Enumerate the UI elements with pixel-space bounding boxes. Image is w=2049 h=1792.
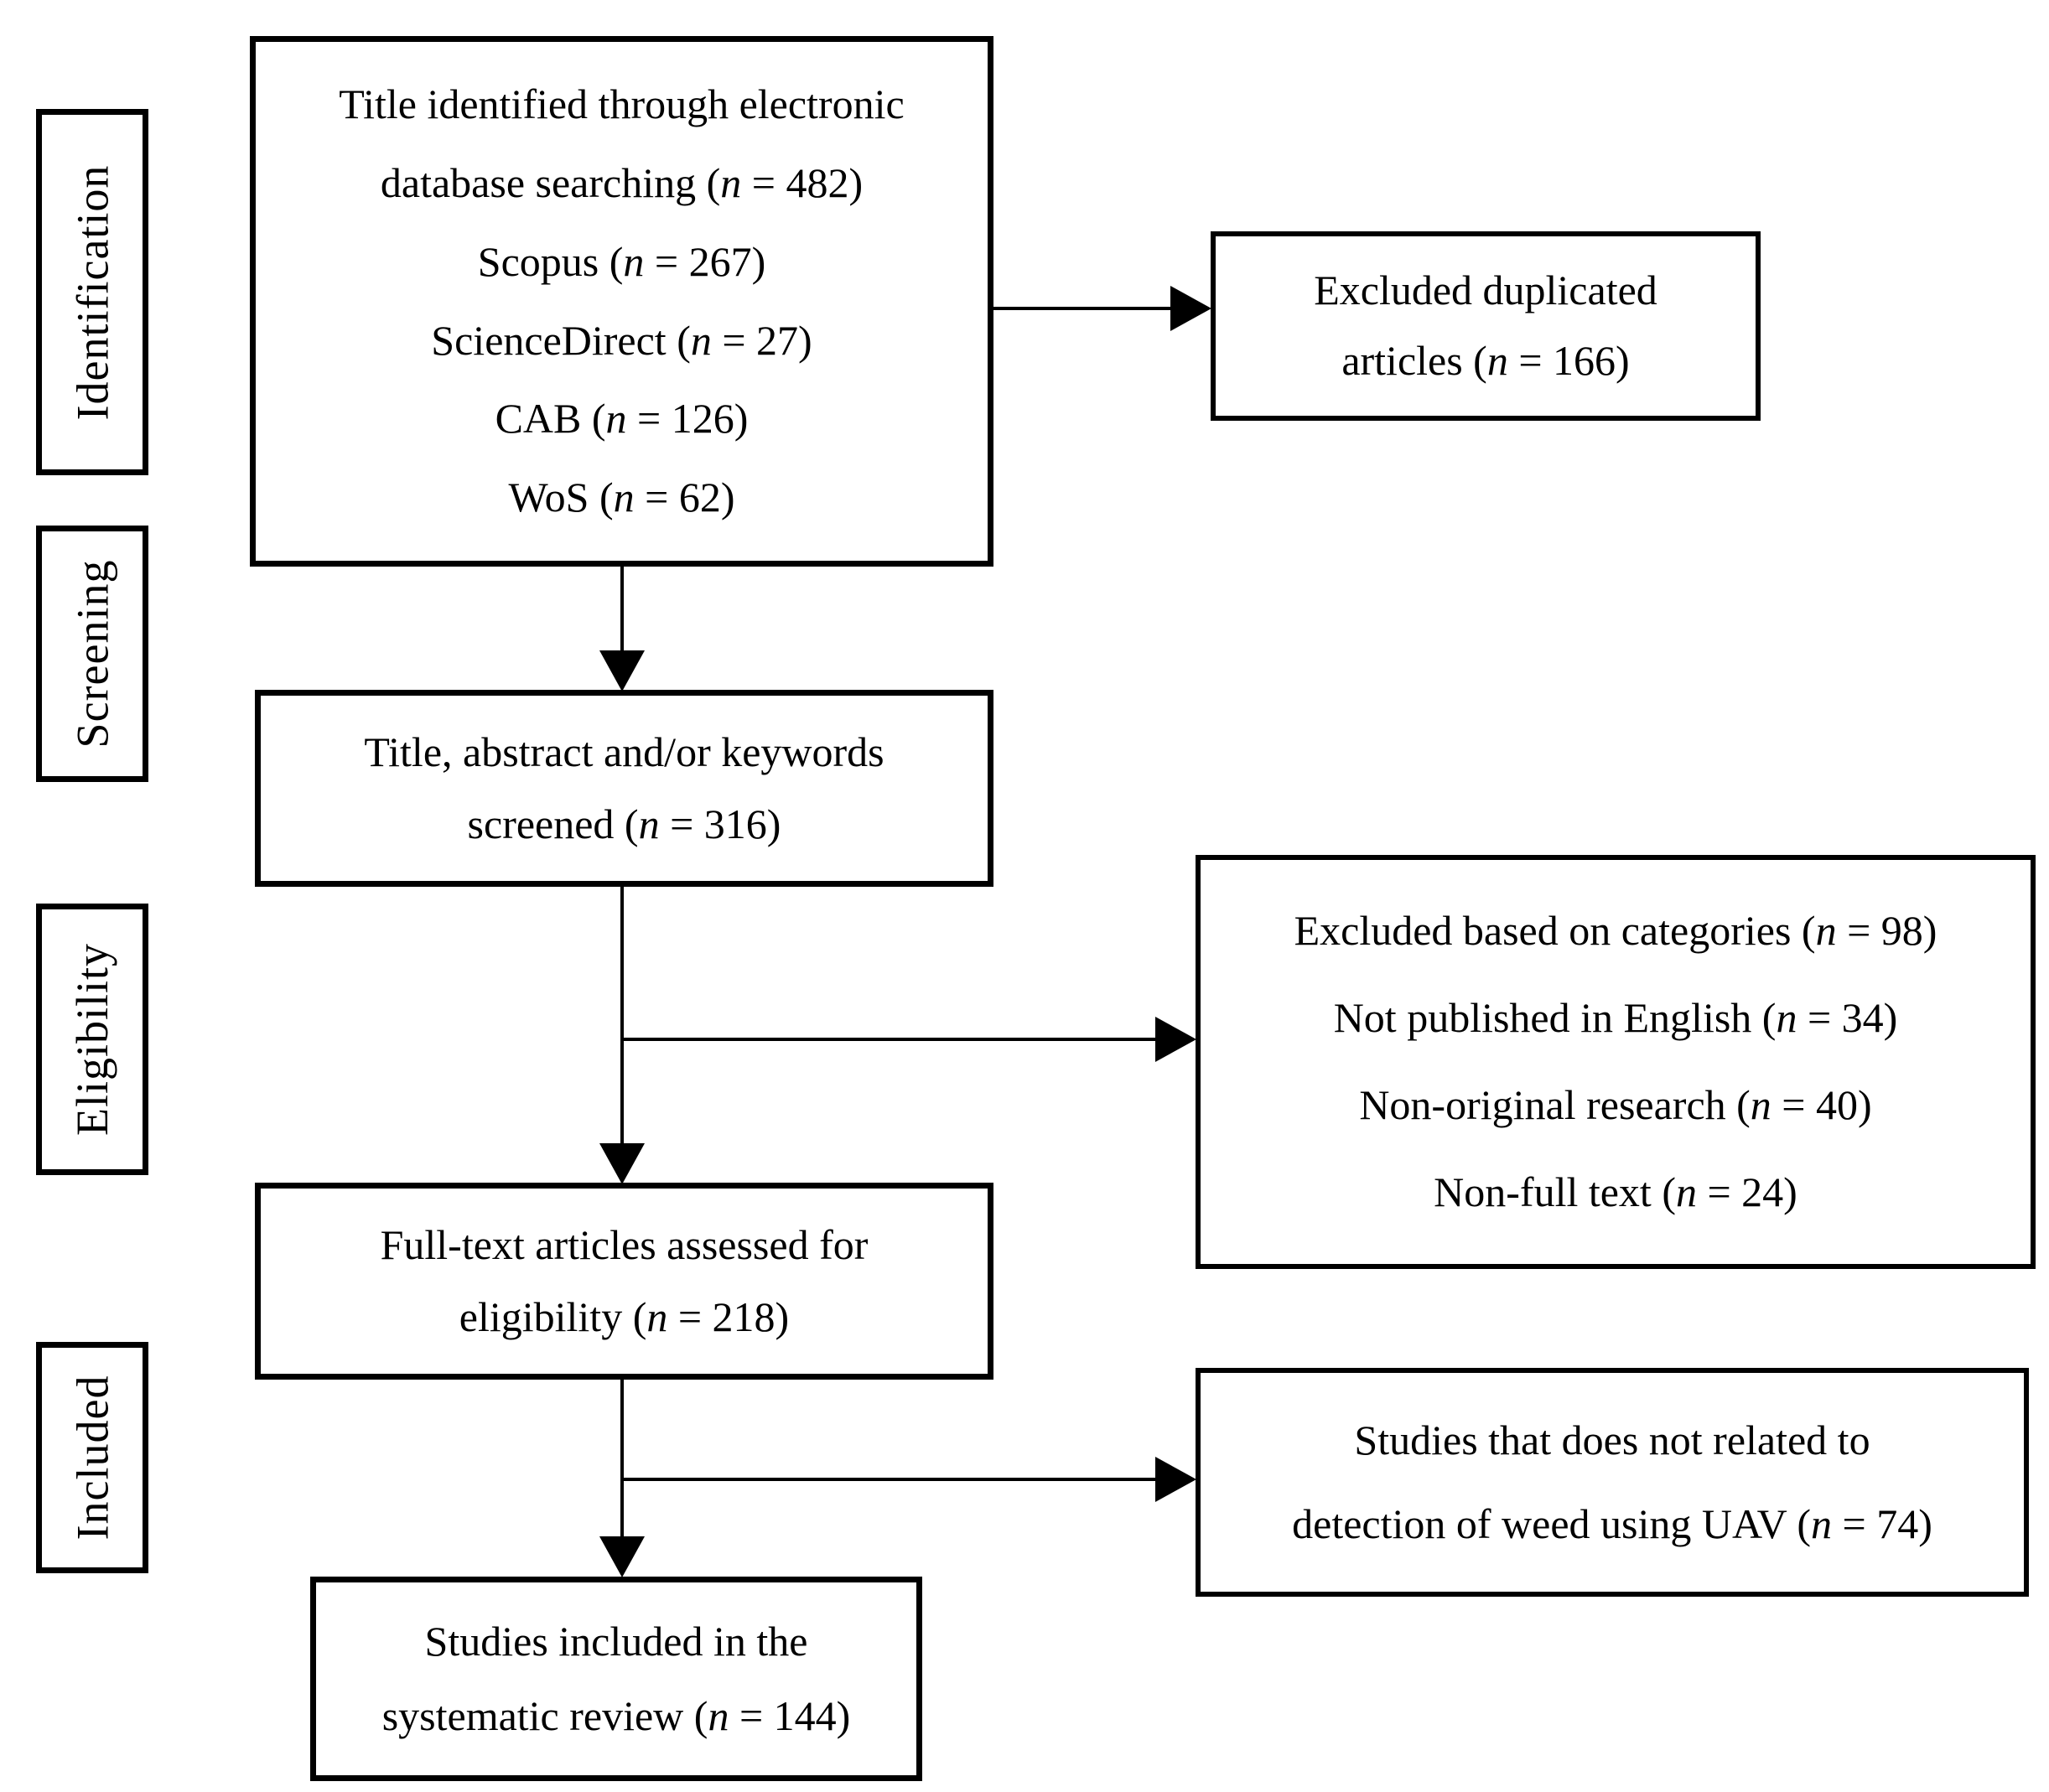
arrowhead-right-categories — [1155, 1017, 1196, 1062]
box-text-line: Non-original research (n = 40) — [1359, 1081, 1872, 1129]
arrowhead-right-not-related — [1155, 1457, 1196, 1502]
stage-label-text: Screening — [67, 559, 118, 748]
box-text-line: ScienceDirect (n = 27) — [431, 316, 812, 364]
box-text-line: Not published in English (n = 34) — [1333, 994, 1898, 1042]
stage-label-text: Included — [67, 1375, 118, 1541]
box-full-text-assessed: Full-text articles assessed for eligibili… — [255, 1183, 993, 1380]
box-text-line: systematic review (n = 144) — [381, 1691, 851, 1739]
stage-label-screening: Screening — [36, 526, 148, 782]
arrow-line-identified-to-duplicates — [993, 307, 1174, 310]
box-text-line: Full-text articles assessed for — [380, 1220, 869, 1268]
box-text-line: Title identified through electronic — [339, 80, 905, 128]
arrowhead-down-screened — [599, 650, 645, 691]
box-records-identified: Title identified through electronic datab… — [250, 36, 993, 567]
arrowhead-down-fulltext — [599, 1143, 645, 1184]
box-title-abstract-screened: Title, abstract and/or keywords screened … — [255, 690, 993, 887]
box-included-in-review: Studies included in the systematic review… — [310, 1577, 922, 1781]
box-excluded-categories: Excluded based on categories (n = 98) Not… — [1196, 855, 2036, 1269]
box-excluded-duplicates: Excluded duplicated articles (n = 166) — [1211, 231, 1761, 421]
stage-label-identification: Identification — [36, 109, 148, 475]
box-text-line: CAB (n = 126) — [495, 395, 749, 443]
stage-label-included: Included — [36, 1342, 148, 1573]
box-text-line: screened (n = 316) — [467, 800, 781, 847]
arrowhead-right-duplicates — [1170, 286, 1211, 331]
box-text-line: Studies that does not related to — [1354, 1417, 1870, 1463]
box-text-line: database searching (n = 482) — [380, 159, 864, 207]
arrow-line-fulltext-to-included — [620, 1380, 624, 1539]
stage-label-eligibility: Eligibility — [36, 904, 148, 1175]
box-text-line: eligibility (n = 218) — [459, 1292, 790, 1340]
box-text-line: Excluded duplicated — [1314, 267, 1657, 314]
arrow-line-branch-to-not-related — [622, 1478, 1159, 1481]
box-text-line: articles (n = 166) — [1341, 337, 1630, 385]
arrow-line-branch-to-categories — [622, 1038, 1159, 1041]
box-text-line: Non-full text (n = 24) — [1434, 1168, 1797, 1216]
box-text-line: Scopus (n = 267) — [477, 237, 766, 285]
stage-label-text: Identification — [67, 164, 118, 420]
box-excluded-not-related: Studies that does not related to detectio… — [1196, 1368, 2029, 1597]
arrowhead-down-included — [599, 1536, 645, 1577]
box-text-line: Studies included in the — [424, 1617, 808, 1665]
box-text-line: Excluded based on categories (n = 98) — [1294, 907, 1937, 955]
stage-label-text: Eligibility — [67, 942, 118, 1137]
arrow-line-screened-to-fulltext — [620, 887, 624, 1147]
box-text-line: Title, abstract and/or keywords — [364, 728, 884, 775]
box-text-line: WoS (n = 62) — [508, 474, 735, 521]
box-text-line: detection of weed using UAV (n = 74) — [1292, 1499, 1932, 1547]
arrow-line-identified-to-screened — [620, 567, 624, 655]
